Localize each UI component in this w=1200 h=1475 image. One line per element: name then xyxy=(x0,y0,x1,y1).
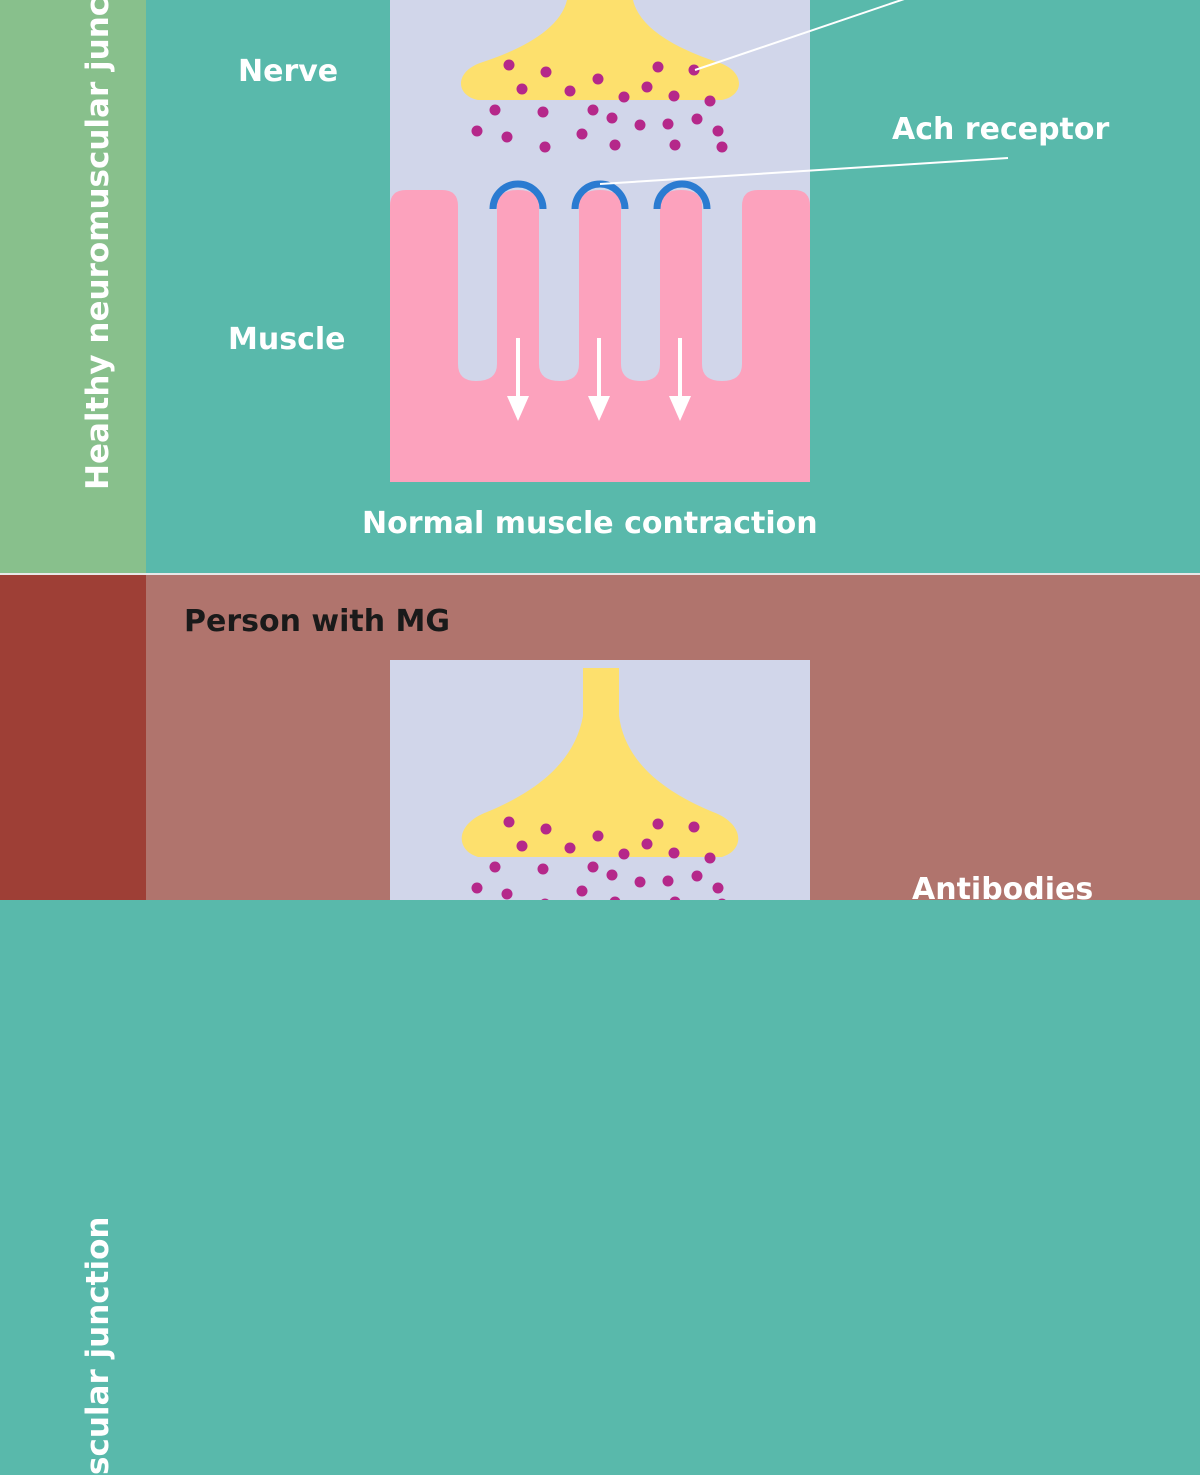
vesicle-dot xyxy=(592,73,604,85)
vesicle-dot xyxy=(606,869,618,881)
vesicle-dot xyxy=(539,141,551,153)
vesicle-dot xyxy=(704,852,716,864)
vesicle-dot xyxy=(634,119,646,131)
vesicle-dot xyxy=(609,896,621,900)
vesicle-dot xyxy=(564,85,576,97)
vesicle-dot xyxy=(609,139,621,151)
ach-receptor-label: Ach receptor xyxy=(892,112,1110,147)
vesicle-dot xyxy=(688,821,700,833)
vesicle-dot xyxy=(669,139,681,151)
leader-line xyxy=(599,157,1009,185)
vesicle-dot xyxy=(489,861,501,873)
vesicle-dot xyxy=(564,842,576,854)
mg-sidebar-label: scular junction xyxy=(80,1216,116,1475)
ach-receptor-icon xyxy=(571,180,629,210)
vesicle-dot xyxy=(471,882,483,894)
vesicle-dot xyxy=(652,818,664,830)
vesicle-dot xyxy=(516,840,528,852)
vesicle-dot xyxy=(662,118,674,130)
acetylcholine-vesicles xyxy=(471,816,726,900)
muscle-label: Muscle xyxy=(228,322,346,357)
vesicle-dot xyxy=(668,847,680,859)
vesicle-dot xyxy=(471,125,483,137)
down-arrow-head-icon xyxy=(669,396,691,421)
vesicle-dot xyxy=(634,876,646,888)
section-divider xyxy=(0,573,1200,575)
vesicle-dot xyxy=(587,104,599,116)
healthy-sidebar: Healthy neuromuscular junc xyxy=(0,0,146,574)
vesicle-dot xyxy=(669,896,681,900)
nerve-terminal xyxy=(461,668,739,857)
vesicle-dot xyxy=(641,81,653,93)
nerve-terminal xyxy=(460,0,740,100)
vesicle-dot xyxy=(716,141,728,153)
vesicle-dot xyxy=(704,95,716,107)
vesicle-dot xyxy=(501,131,513,143)
muscle-fiber xyxy=(390,190,810,482)
vesicle-dot xyxy=(537,863,549,875)
vesicle-dot xyxy=(618,848,630,860)
mg-title: Person with MG xyxy=(184,604,451,639)
antibodies-label: Antibodies xyxy=(912,872,1094,907)
vesicle-dot xyxy=(501,888,513,900)
ach-receptor-icon xyxy=(653,180,711,210)
acetylcholine-vesicles xyxy=(471,59,728,153)
vesicle-dot xyxy=(641,838,653,850)
vesicle-dot xyxy=(712,882,724,894)
contraction-caption: Normal muscle contraction xyxy=(362,506,818,541)
vesicle-dot xyxy=(537,106,549,118)
vesicle-dot xyxy=(503,816,515,828)
vesicle-dot xyxy=(489,104,501,116)
ach-receptors xyxy=(489,180,711,210)
mg-sidebar: scular junction xyxy=(0,575,146,1475)
vesicle-dot xyxy=(712,125,724,137)
vesicle-dot xyxy=(516,83,528,95)
down-arrow-head-icon xyxy=(507,396,529,421)
ach-receptor-icon xyxy=(489,180,547,210)
nerve-label: Nerve xyxy=(238,54,339,89)
vesicle-dot xyxy=(576,885,588,897)
contraction-arrows xyxy=(507,338,691,421)
vesicle-dot xyxy=(662,875,674,887)
vesicle-dot xyxy=(592,830,604,842)
vesicle-dot xyxy=(540,66,552,78)
vesicle-dot xyxy=(652,61,664,73)
down-arrow-head-icon xyxy=(588,396,610,421)
vesicle-dot xyxy=(618,91,630,103)
vesicle-dot xyxy=(576,128,588,140)
vesicle-dot xyxy=(587,861,599,873)
junction-diagram xyxy=(390,0,1009,900)
vesicle-dot xyxy=(688,64,700,76)
vesicle-dot xyxy=(503,59,515,71)
vesicle-dot xyxy=(668,90,680,102)
vesicle-dot xyxy=(691,113,703,125)
leader-line xyxy=(694,0,905,71)
vesicle-dot xyxy=(540,823,552,835)
vesicle-dot xyxy=(691,870,703,882)
vesicle-dot xyxy=(606,112,618,124)
